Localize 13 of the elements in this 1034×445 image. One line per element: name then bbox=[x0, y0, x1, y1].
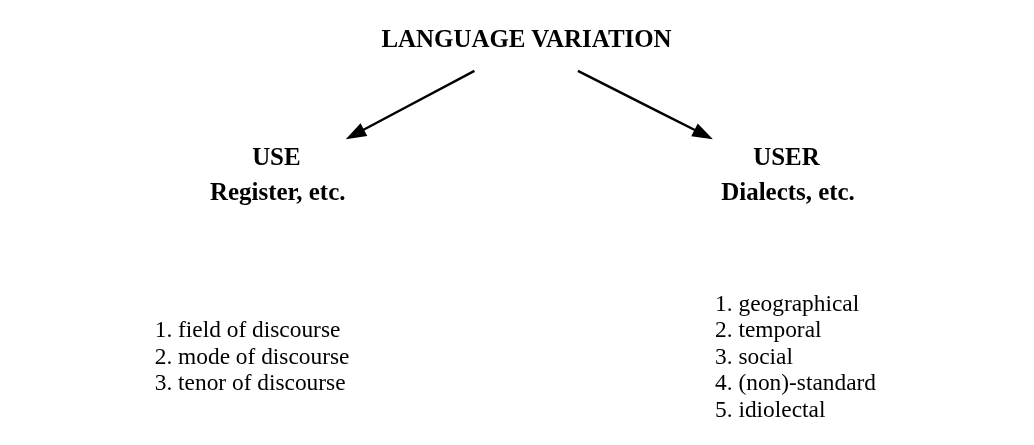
node-label: 1. field of discourse bbox=[154, 316, 340, 343]
node-label: 2. temporal bbox=[714, 316, 822, 343]
node-label: 3. social bbox=[714, 342, 793, 369]
node-label: 1. geographical bbox=[714, 289, 859, 316]
node-text: USE Register, etc. bbox=[209, 143, 345, 205]
node-label: 4. (non)-standard bbox=[714, 369, 876, 396]
node-label: 3. tenor of discourse bbox=[154, 369, 346, 396]
arrow bbox=[345, 69, 475, 140]
node-text: LANGUAGE VARIATION bbox=[381, 24, 672, 52]
node-label: 2. mode of discourse bbox=[154, 342, 349, 369]
arrow bbox=[576, 69, 713, 140]
node-label: 5. idiolectal bbox=[714, 395, 825, 422]
node-text: USER Dialects, etc. bbox=[720, 143, 855, 205]
